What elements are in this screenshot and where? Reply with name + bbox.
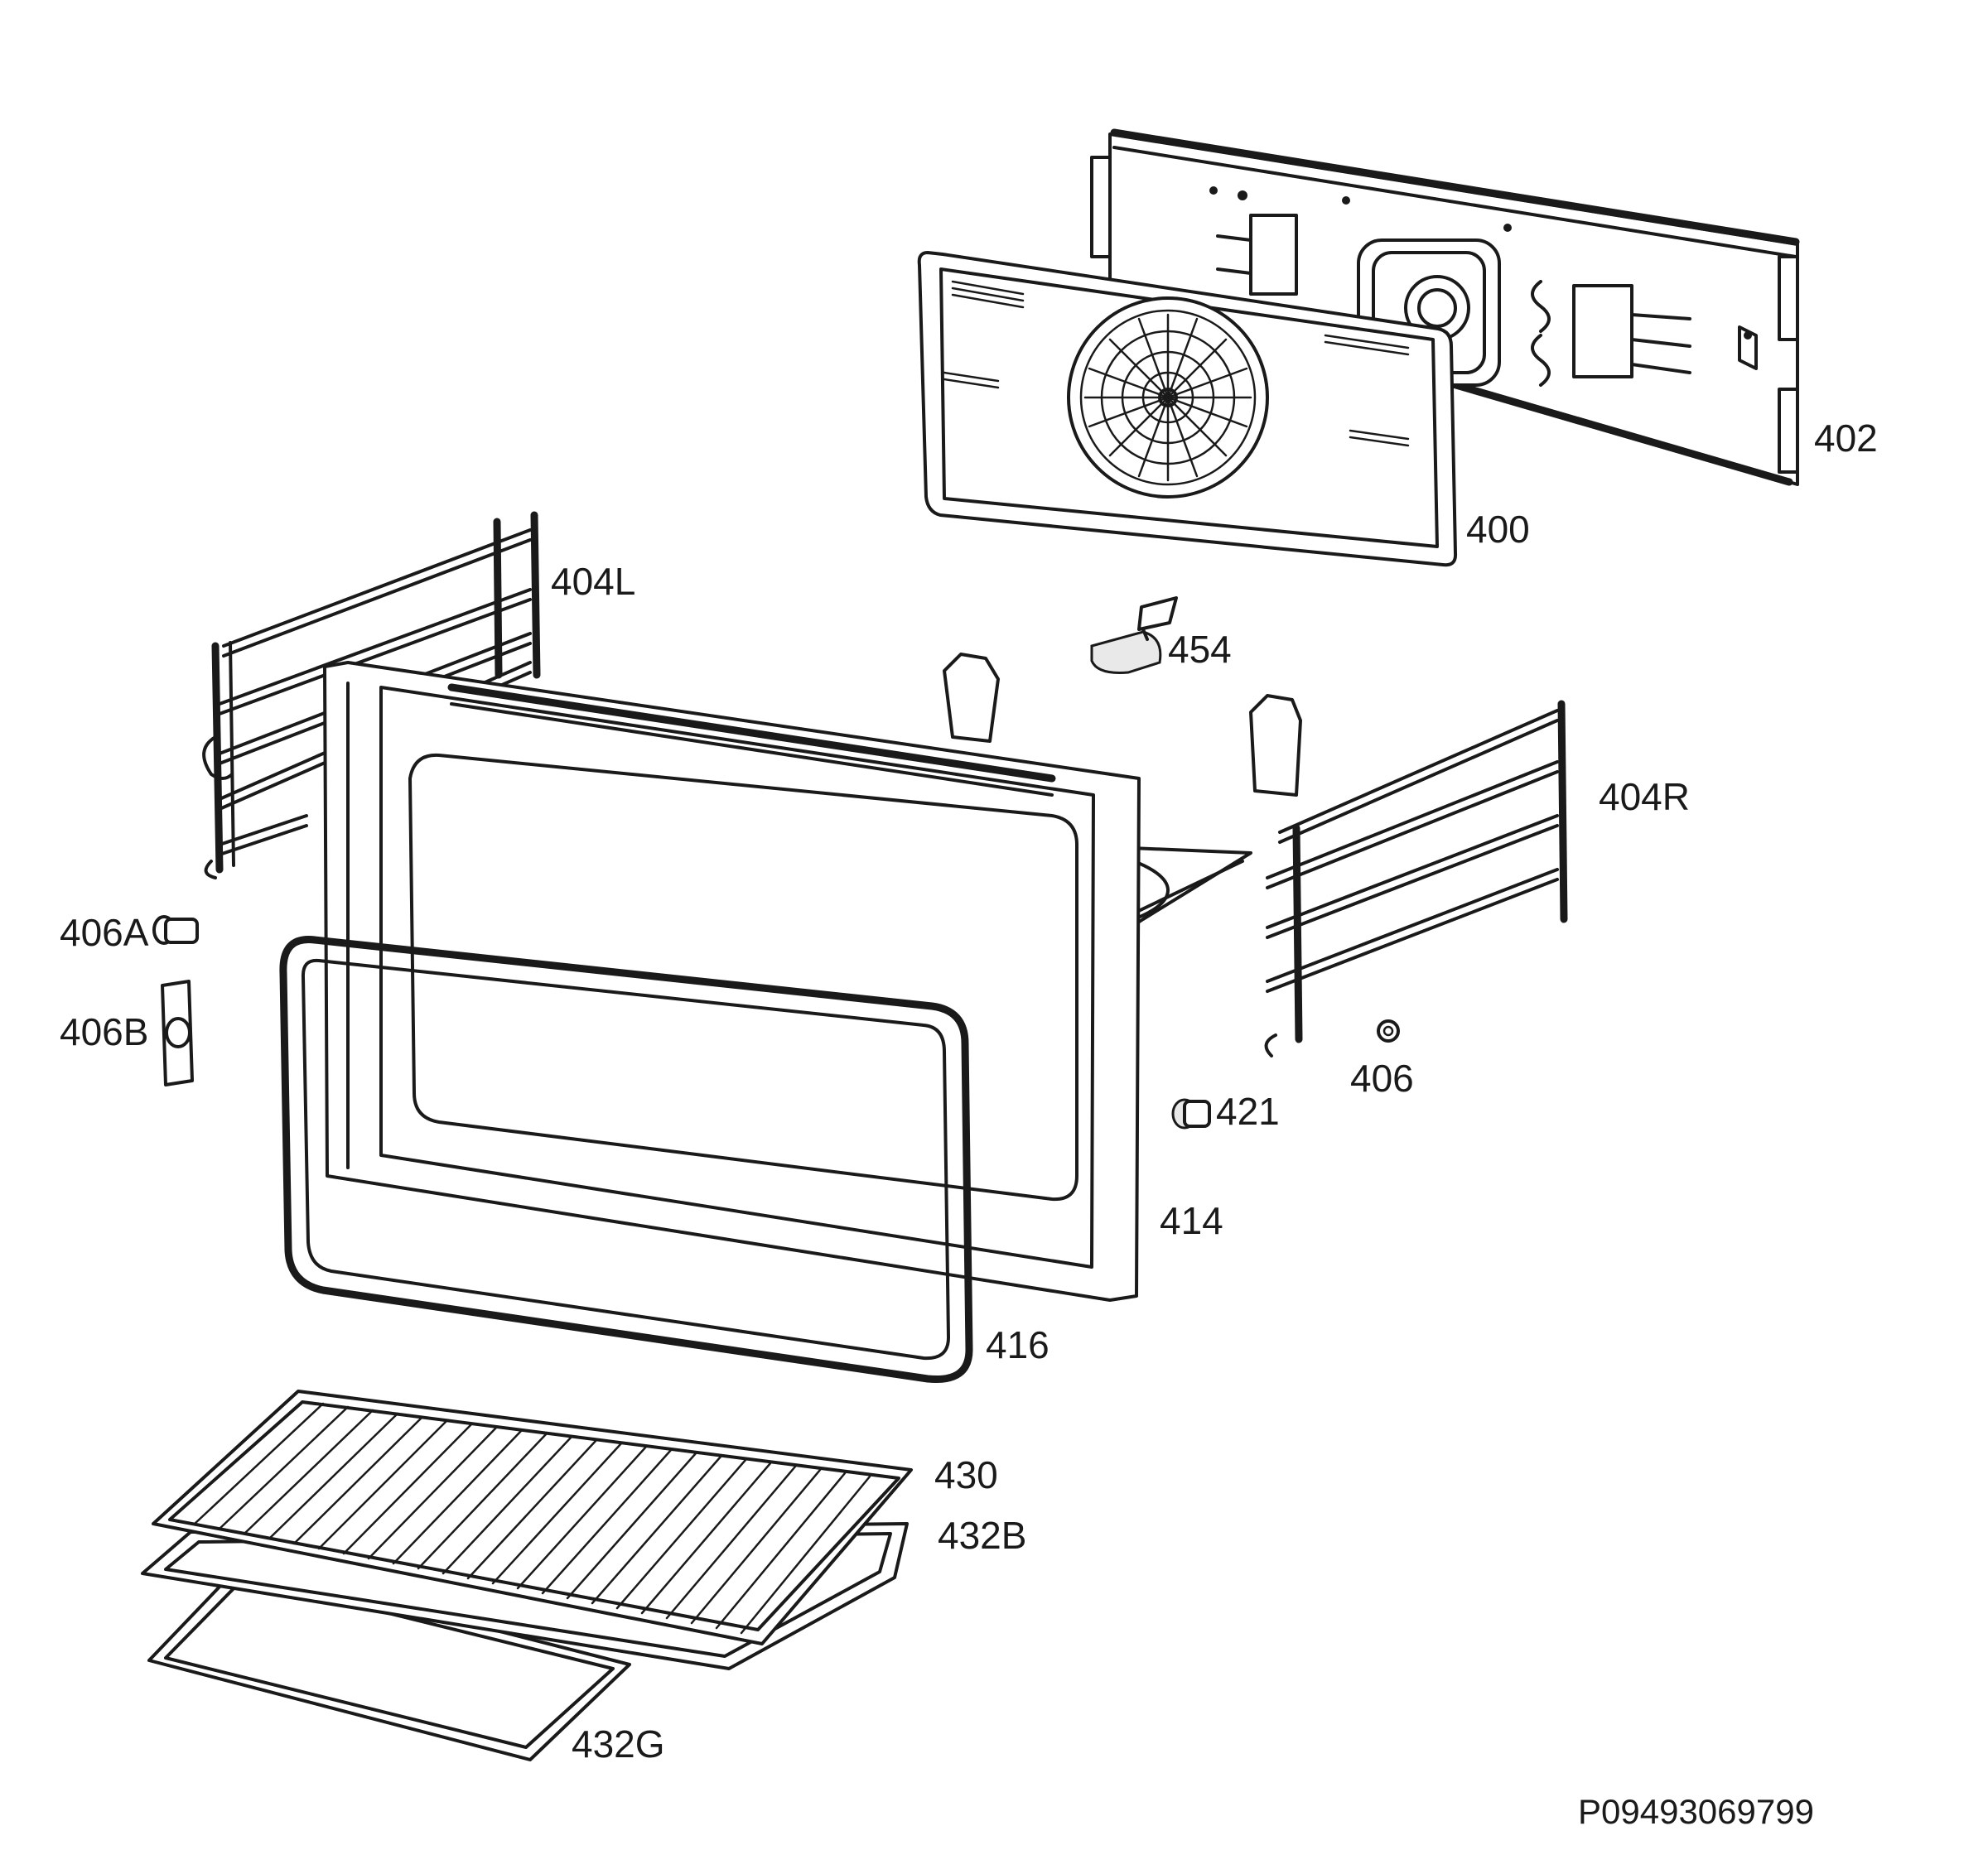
part-label-400: 400: [1466, 508, 1530, 551]
part-label-404R: 404R: [1599, 775, 1690, 818]
part-label-414: 414: [1160, 1199, 1223, 1242]
fan-cover-400: 400: [917, 251, 1530, 567]
shelf-support-404R: 404R: [1264, 700, 1690, 1057]
part-label-406B: 406B: [60, 1010, 148, 1053]
part-label-416: 416: [986, 1323, 1049, 1366]
part-label-406A: 406A: [60, 911, 149, 954]
part-label-432G: 432G: [572, 1722, 665, 1766]
part-label-432B: 432B: [938, 1514, 1026, 1557]
part-label-404L: 404L: [551, 560, 635, 603]
drawing-code: P09493069799: [1578, 1792, 1814, 1831]
lamp-bulb-421: 421: [1171, 1090, 1280, 1133]
door-hinge-brackets: [943, 653, 1302, 797]
bulb-holder-406A: 406A: [60, 911, 199, 954]
part-label-406: 406: [1350, 1057, 1414, 1100]
door-seal-416: 416: [279, 936, 1049, 1384]
wire-rack-430: 430: [152, 1390, 998, 1645]
part-label-402: 402: [1814, 417, 1878, 460]
oven-frame-414: 414: [323, 661, 1223, 1302]
shelf-support-404L: 404L: [202, 511, 635, 879]
part-label-454: 454: [1168, 628, 1232, 671]
lamp-cover-454: 454: [1090, 596, 1232, 674]
part-label-421: 421: [1216, 1090, 1280, 1133]
lamp-glass-406: 406: [1350, 1019, 1414, 1100]
part-label-430: 430: [934, 1453, 998, 1496]
baking-tray-432G: 432G: [147, 1563, 665, 1766]
lamp-plate-406B: 406B: [60, 980, 194, 1086]
